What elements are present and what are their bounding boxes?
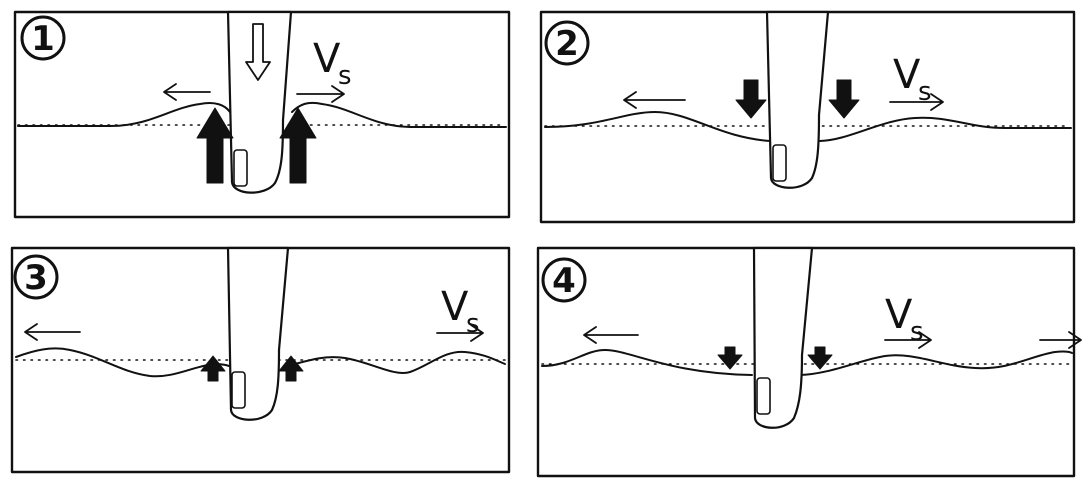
panel-4-middle-propagation-arrow [884,331,932,349]
panel-3-fingernail [231,371,246,409]
panel-1-fingernail [233,149,248,187]
panel-3-water-surface [15,347,506,378]
panel-4-left-small-down-arrow [717,346,743,370]
panel-1-velocity-subscript: s [338,61,352,91]
panel-3-velocity-symbol: V [441,284,469,330]
panel-2-finger [765,10,830,189]
panel-3-velocity-subscript: s [466,309,480,339]
panel-1-right-up-force-arrow [279,107,317,184]
panel-2-left-propagation-arrow [623,91,686,109]
panel-4-velocity-symbol: V [885,292,913,338]
panel-1-left-propagation-arrow [163,83,211,101]
panel-4-number-badge [541,257,587,303]
panel-1-number: 1 [31,19,55,59]
panel-3: 3 V s [10,246,511,474]
panel-4-number: 4 [552,261,576,301]
panel-1-velocity-symbol: V [313,36,341,82]
panel-1-water-surface [17,101,507,128]
panel-2-velocity-subscript: s [918,77,932,107]
panel-4: 4 V s [536,246,1082,478]
panel-1: 1 V s [13,10,511,219]
panel-4-water-surface [541,349,1073,376]
panel-2-right-propagation-arrow [889,93,944,111]
panel-3-right-small-force-arrow [278,355,304,382]
panel-4-left-propagation-arrow [583,326,639,344]
panel-4-right-small-down-arrow [807,346,833,370]
panel-4-fingernail [756,377,771,415]
panel-1-right-propagation-arrow [296,85,345,103]
panel-3-left-propagation-arrow [24,323,81,341]
panel-1-finger [226,10,293,194]
panel-2-water-surface [544,111,1072,142]
panel-3-left-small-force-arrow [200,355,226,382]
panel-2-left-down-force-arrow [735,79,767,119]
panel-4-velocity-subscript: s [910,317,924,347]
panel-4-right-propagation-arrow [1039,331,1082,349]
panel-1-number-badge [20,15,66,61]
panel-1-left-up-force-arrow [196,107,234,184]
panel-2-fingernail [772,144,787,182]
panel-2-number: 2 [555,24,579,64]
panel-3-right-propagation-arrow [436,324,484,342]
panel-2-number-badge [544,20,590,66]
panel-2: 2 V s [539,10,1076,224]
panel-3-number-badge [13,254,59,300]
panel-2-velocity-symbol: V [893,52,921,98]
panel-3-number: 3 [24,258,48,298]
panel-2-right-down-force-arrow [828,79,860,119]
panel-1-finger-push-arrow [245,23,271,81]
